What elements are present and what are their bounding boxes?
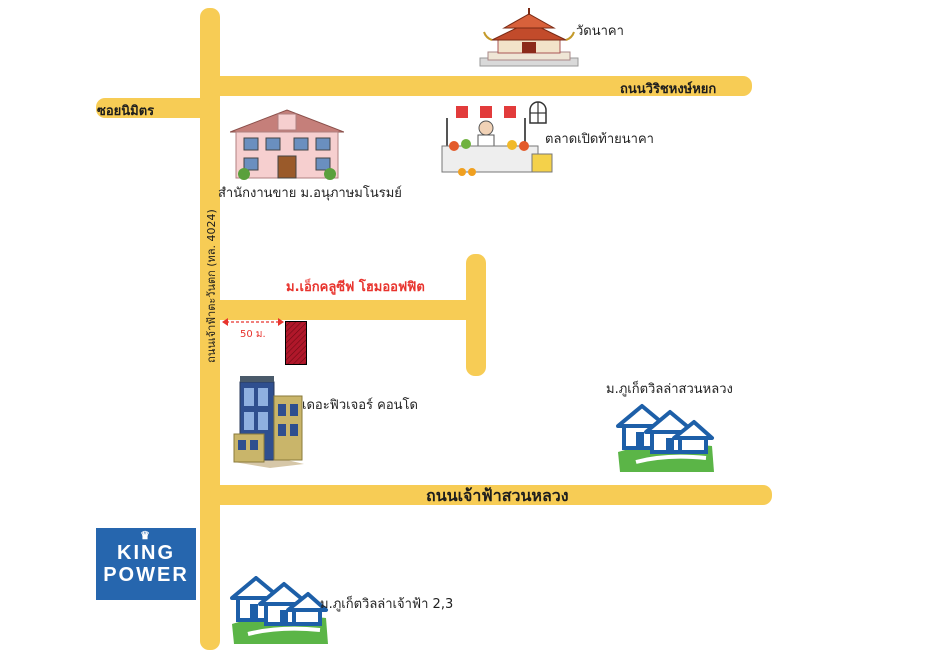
road-bottom-horizontal <box>210 485 772 505</box>
place-sales-office: สำนักงานขาย ม.อนุภาษมโนรมย์ <box>218 186 402 201</box>
place-condo: เดอะฟิวเจอร์ คอนโด <box>302 398 418 413</box>
crown-icon: ♛ <box>140 530 152 542</box>
village-bottom-icon <box>230 576 328 644</box>
place-temple: วัดนาคา <box>576 24 624 39</box>
road-label-bottom-horizontal: ถนนเจ้าฟ้าสวนหลวง <box>426 486 569 505</box>
road-label-main-vertical: ถนนเจ้าฟ้าตะวันตก (ทล. 4024) <box>205 209 218 363</box>
king-power-logo: ♛ KING POWER <box>96 528 196 600</box>
project-lot-marker <box>285 321 307 365</box>
road-soi-left <box>96 98 210 118</box>
distance-label: 50 ม. <box>240 329 266 340</box>
road-top-horizontal <box>210 76 752 96</box>
road-label-soi-left: ซอยนิมิตร <box>97 104 155 119</box>
window-icon <box>529 101 547 124</box>
condo-icon <box>233 376 304 468</box>
place-project: ม.เอ็กคลูซีฟ โฮมออฟฟิต <box>286 280 425 295</box>
place-village-bottom: ม.ภูเก็ตวิลล่าเจ้าฟ้า 2,3 <box>320 597 454 612</box>
road-project-lane <box>210 300 480 320</box>
temple-icon <box>479 8 579 67</box>
logo-line-2: POWER <box>103 564 189 586</box>
village-right-icon <box>616 404 714 472</box>
distance-arrow-icon <box>222 318 284 326</box>
logo-line-1: KING <box>117 542 175 564</box>
place-market: ตลาดเปิดท้ายนาคา <box>545 132 654 147</box>
road-project-lane-branch <box>466 254 486 376</box>
sales-office-icon <box>230 109 344 180</box>
place-village-right: ม.ภูเก็ตวิลล่าสวนหลวง <box>606 382 733 397</box>
road-label-top-horizontal: ถนนวิริชหงษ์หยก <box>620 82 717 97</box>
market-icon <box>441 106 553 176</box>
